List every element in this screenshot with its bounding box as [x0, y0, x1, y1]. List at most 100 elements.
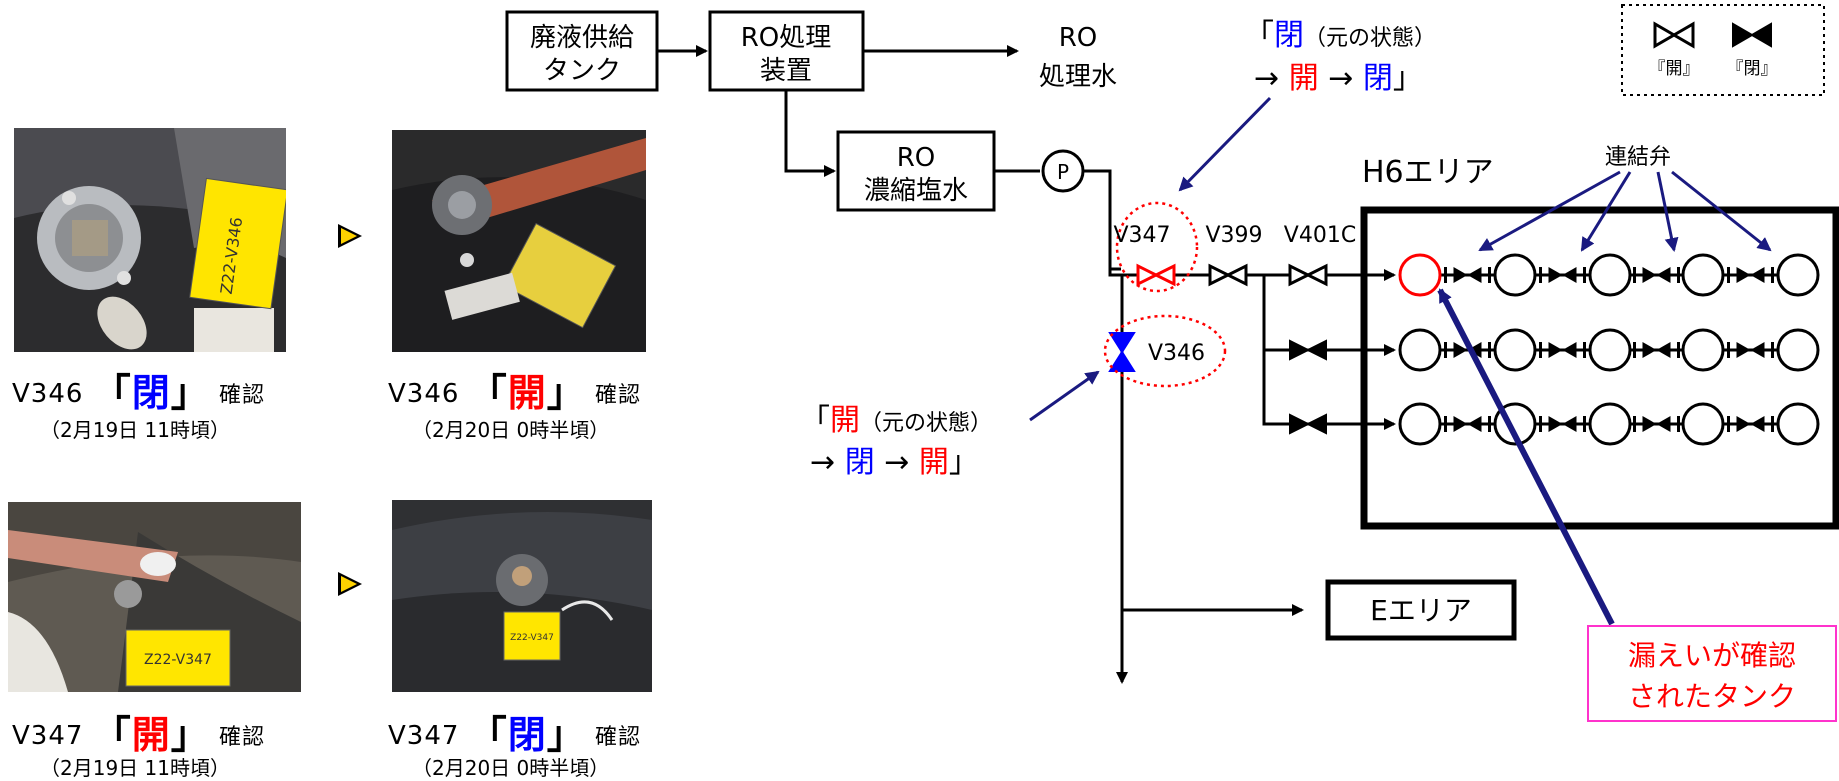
- svg-text:廃液供給: 廃液供給: [530, 23, 634, 53]
- tank-icon: [1681, 328, 1725, 372]
- caption-verify: 確認: [595, 725, 642, 750]
- link-valve-icon: [1453, 267, 1482, 283]
- svg-text:Eエリア: Eエリア: [1370, 594, 1472, 627]
- link-valve-icon: [1453, 416, 1482, 432]
- play-arrow-icon: [338, 224, 362, 248]
- valve-v346-icon: [1108, 332, 1136, 372]
- ro-treated-water-label: RO 処理水: [1039, 23, 1117, 92]
- svg-text:→ 開 → 閉」: → 開 → 閉」: [1254, 61, 1423, 96]
- tank-grid: [1398, 253, 1820, 446]
- valve-legend: 『開』 『閉』: [1621, 4, 1825, 96]
- svg-text:「閉（元の状態）: 「閉（元の状態）: [1244, 18, 1436, 53]
- photo-v346-before: Z22-V346: [14, 128, 286, 352]
- waste-supply-tank-box: 廃液供給 タンク: [505, 10, 659, 92]
- tank-icon: [1398, 402, 1442, 446]
- photo-v346-after: [392, 130, 646, 352]
- tank-icon: [1681, 253, 1725, 297]
- pump-symbol: P: [1041, 149, 1085, 193]
- tank-icon: [1776, 253, 1820, 297]
- link-valve-icon: [1548, 416, 1577, 432]
- tank-icon: [1776, 328, 1820, 372]
- e-area-box: Eエリア: [1325, 579, 1517, 641]
- highlight-circle-v346: [1103, 314, 1227, 388]
- leaking-tank-icon: [1398, 253, 1442, 297]
- valve-v347-label: V347: [1113, 223, 1170, 248]
- tank-icon: [1681, 402, 1725, 446]
- caption-state: 「開」: [468, 371, 586, 415]
- caption-valve: V347: [388, 721, 460, 751]
- valve-v347-icon: [1136, 263, 1176, 287]
- photo-tag-text: Z22-V347: [510, 633, 554, 643]
- caption-state: 「開」: [92, 713, 210, 757]
- link-valve-icon: [1642, 342, 1671, 358]
- valve-branch-2-icon: [1289, 339, 1327, 361]
- leak-tank-callout: 漏えいが確認 されたタンク: [1587, 625, 1837, 722]
- tank-icon: [1493, 253, 1537, 297]
- svg-text:装置: 装置: [760, 56, 812, 86]
- caption-valve: V346: [12, 379, 84, 409]
- caption-state: 「閉」: [468, 713, 586, 757]
- valve-v401c-label: V401C: [1284, 223, 1356, 248]
- caption-state: 「閉」: [92, 371, 210, 415]
- caption-photo-1: V346 「閉」 確認: [12, 362, 265, 417]
- tank-icon: [1588, 253, 1632, 297]
- svg-text:タンク: タンク: [543, 56, 621, 86]
- legend-open-valve-icon: [1653, 21, 1695, 49]
- highlight-circle-v347: [1115, 201, 1199, 293]
- photo-v347-after: Z22-V347: [392, 500, 652, 692]
- legend-open-label: 『開』: [1649, 59, 1700, 79]
- h6-area-box: [1360, 206, 1839, 530]
- valve-v401c-icon: [1288, 263, 1328, 287]
- svg-text:漏えいが確認: 漏えいが確認: [1628, 639, 1796, 672]
- valve-v346-label: V346: [1148, 341, 1205, 366]
- caption-valve: V346: [388, 379, 460, 409]
- svg-text:RO: RO: [897, 143, 936, 173]
- ro-brine-box: RO 濃縮塩水: [836, 130, 996, 212]
- h6-area-label: H6エリア: [1362, 155, 1494, 190]
- tank-icon: [1588, 328, 1632, 372]
- tank-icon: [1588, 402, 1632, 446]
- svg-text:→ 閉 → 開」: → 閉 → 開」: [810, 445, 979, 480]
- tank-icon: [1493, 328, 1537, 372]
- svg-text:RO: RO: [1059, 23, 1098, 53]
- caption-date-3: （2月19日 11時頃）: [40, 756, 230, 780]
- v347-state-note: 「閉（元の状態） → 開 → 閉」: [1244, 18, 1436, 96]
- svg-text:されたタンク: されたタンク: [1628, 680, 1796, 713]
- svg-text:処理水: 処理水: [1039, 62, 1117, 92]
- tank-icon: [1398, 328, 1442, 372]
- svg-text:濃縮塩水: 濃縮塩水: [864, 176, 968, 206]
- valve-v399-icon: [1208, 263, 1248, 287]
- legend-closed-valve-icon: [1732, 22, 1772, 48]
- link-valve-icon: [1736, 342, 1765, 358]
- link-valve-icon: [1642, 416, 1671, 432]
- svg-text:RO処理: RO処理: [741, 23, 832, 53]
- caption-photo-2: V346 「開」 確認: [388, 362, 641, 417]
- link-valve-label: 連結弁: [1605, 145, 1671, 170]
- caption-date-1: （2月19日 11時頃）: [40, 418, 230, 442]
- tank-icon: [1776, 402, 1820, 446]
- caption-verify: 確認: [219, 725, 266, 750]
- svg-text:P: P: [1057, 160, 1069, 184]
- link-valve-icon: [1736, 267, 1765, 283]
- svg-text:「開（元の状態）: 「開（元の状態）: [800, 403, 992, 438]
- play-arrow-icon: [338, 572, 362, 596]
- caption-valve: V347: [12, 721, 84, 751]
- photo-tag-text: Z22-V347: [144, 652, 212, 668]
- link-valve-icon: [1736, 416, 1765, 432]
- legend-closed-label: 『閉』: [1727, 59, 1778, 79]
- caption-verify: 確認: [219, 383, 266, 408]
- caption-date-2: （2月20日 0時半頃）: [412, 418, 610, 442]
- v346-state-note: 「開（元の状態） → 閉 → 開」: [800, 403, 992, 480]
- link-valve-icon: [1548, 267, 1577, 283]
- valve-branch-3-icon: [1289, 413, 1327, 435]
- link-valve-icon: [1642, 267, 1671, 283]
- caption-date-4: （2月20日 0時半頃）: [412, 756, 610, 780]
- link-valve-icon: [1548, 342, 1577, 358]
- ro-treatment-unit-box: RO処理 装置: [708, 10, 865, 92]
- caption-verify: 確認: [595, 383, 642, 408]
- photo-v347-before: Z22-V347: [8, 502, 301, 692]
- valve-v399-label: V399: [1205, 223, 1262, 248]
- caption-photo-4: V347 「閉」 確認: [388, 704, 641, 759]
- caption-photo-3: V347 「開」 確認: [12, 704, 265, 759]
